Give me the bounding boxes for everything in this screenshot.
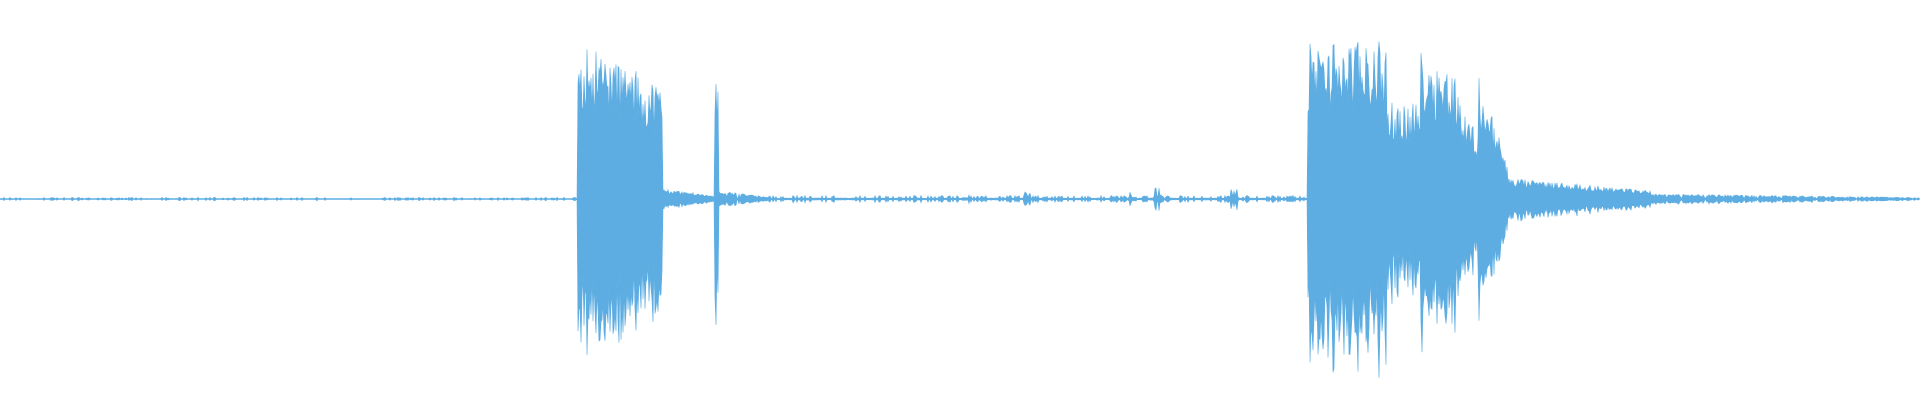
waveform-envelope xyxy=(0,41,1920,378)
